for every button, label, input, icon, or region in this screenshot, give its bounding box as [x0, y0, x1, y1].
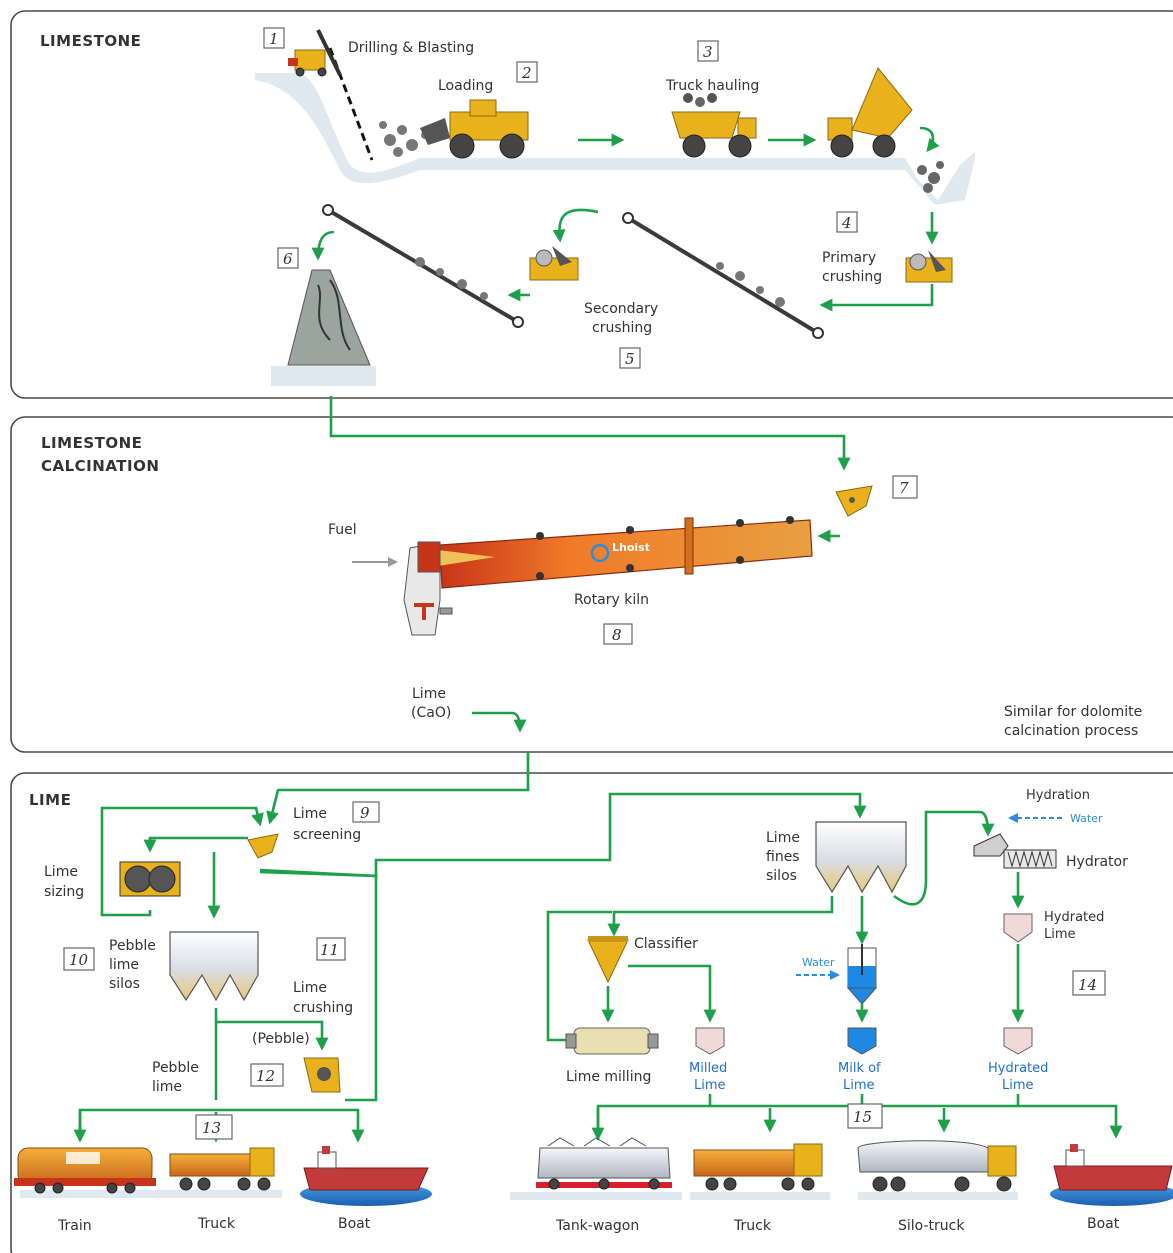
svg-text:7: 7 [899, 479, 909, 497]
label-milled-2: Lime [694, 1078, 726, 1093]
label-screening-1: Lime [293, 806, 327, 822]
step-15-badge: 15 [848, 1104, 882, 1128]
step-1-badge: 1 [264, 28, 284, 48]
label-classifier: Classifier [634, 936, 698, 952]
step-2-badge: 2 [517, 62, 537, 82]
label-sizing-2: sizing [44, 884, 84, 900]
label-hydration: Hydration [1026, 788, 1090, 803]
label-fines-1: Lime [766, 830, 800, 846]
svg-text:12: 12 [256, 1067, 275, 1085]
label-sizing-1: Lime [44, 864, 78, 880]
svg-text:6: 6 [283, 250, 293, 268]
train-icon [14, 1148, 170, 1198]
svg-text:14: 14 [1078, 976, 1097, 994]
label-silo-truck: Silo-truck [898, 1218, 965, 1234]
label-milled-1: Milled [689, 1061, 727, 1076]
label-dolomite-2: calcination process [1004, 723, 1138, 739]
label-pebble: (Pebble) [252, 1031, 310, 1047]
step-5-badge: 5 [620, 348, 640, 368]
step-3-badge: 3 [698, 41, 718, 61]
label-hydrator: Hydrator [1066, 854, 1128, 870]
label-water-milk: Water [802, 956, 835, 969]
lime-fines-silos-icon [816, 822, 906, 892]
step-10-badge: 10 [64, 948, 94, 970]
kiln-brand-label: Lhoist [612, 541, 650, 554]
section-title-calcination-1: LIMESTONE [41, 434, 142, 452]
label-hydrated-out-2: Lime [1002, 1078, 1034, 1093]
label-secondary-2: crushing [592, 320, 652, 336]
section-title-calcination-2: CALCINATION [41, 457, 159, 475]
svg-text:2: 2 [521, 64, 532, 82]
label-milk-1: Milk of [838, 1061, 881, 1076]
label-dolomite-1: Similar for dolomite [1004, 704, 1142, 720]
label-drilling: Drilling & Blasting [348, 40, 474, 56]
step-7-badge: 7 [893, 476, 917, 498]
label-pebble-silos-1: Pebble [109, 938, 156, 954]
svg-text:9: 9 [360, 804, 370, 822]
svg-text:8: 8 [612, 626, 622, 644]
limestone-panel [11, 11, 1173, 398]
label-crushing-2: crushing [293, 1000, 353, 1016]
calcination-panel [11, 417, 1173, 752]
svg-text:3: 3 [703, 43, 713, 61]
step-9-badge: 9 [353, 802, 379, 822]
svg-text:10: 10 [69, 951, 89, 969]
label-pebble-silos-2: lime [109, 957, 139, 973]
label-pebble-lime-2: lime [152, 1079, 182, 1095]
svg-text:4: 4 [841, 214, 852, 232]
section-title-lime: LIME [29, 791, 71, 809]
label-primary-2: crushing [822, 269, 882, 285]
label-truck-hauling: Truck hauling [665, 78, 759, 94]
label-water-hydration: Water [1070, 812, 1103, 825]
section-title-limestone: LIMESTONE [40, 32, 141, 50]
label-truck: Truck [197, 1216, 236, 1232]
label-screening-2: screening [293, 827, 361, 843]
label-milk-2: Lime [843, 1078, 875, 1093]
label-rotary-kiln: Rotary kiln [574, 592, 649, 608]
label-lime-cao-2: (CaO) [411, 705, 451, 721]
pebble-lime-silos-icon [170, 932, 258, 1000]
label-pebble-silos-3: silos [109, 976, 140, 992]
svg-text:1: 1 [269, 30, 279, 48]
label-fines-2: fines [766, 849, 800, 865]
lime-mill-icon [566, 1028, 658, 1054]
label-crushing-1: Lime [293, 980, 327, 996]
truck-icon [170, 1148, 282, 1198]
step-14-badge: 14 [1073, 971, 1105, 995]
label-lime-milling: Lime milling [566, 1069, 651, 1085]
step-4-badge: 4 [837, 212, 857, 232]
step-8-badge: 8 [604, 624, 632, 644]
label-fuel: Fuel [328, 522, 357, 538]
label-secondary-1: Secondary [584, 301, 658, 317]
step-11-badge: 11 [317, 938, 345, 960]
svg-text:13: 13 [202, 1119, 221, 1137]
sizing-roller-icon [120, 862, 180, 896]
step-13-badge: 13 [196, 1115, 232, 1139]
label-pebble-lime-1: Pebble [152, 1060, 199, 1076]
label-hydrated-1: Hydrated [1044, 910, 1104, 925]
label-loading: Loading [438, 78, 493, 94]
label-boat: Boat [338, 1216, 371, 1232]
label-train: Train [57, 1218, 92, 1234]
label-hydrated-out-1: Hydrated [988, 1061, 1048, 1076]
label-truck-2: Truck [733, 1218, 772, 1234]
step-6-badge: 6 [278, 248, 298, 268]
label-primary-1: Primary [822, 250, 876, 266]
label-lime-cao-1: Lime [412, 686, 446, 702]
label-hydrated-2: Lime [1044, 927, 1076, 942]
svg-text:5: 5 [625, 350, 635, 368]
label-tank-wagon: Tank-wagon [555, 1218, 639, 1234]
label-boat-2: Boat [1087, 1216, 1120, 1232]
svg-text:11: 11 [320, 941, 339, 959]
label-fines-3: silos [766, 868, 797, 884]
step-12-badge: 12 [251, 1064, 283, 1086]
svg-text:15: 15 [853, 1108, 872, 1126]
